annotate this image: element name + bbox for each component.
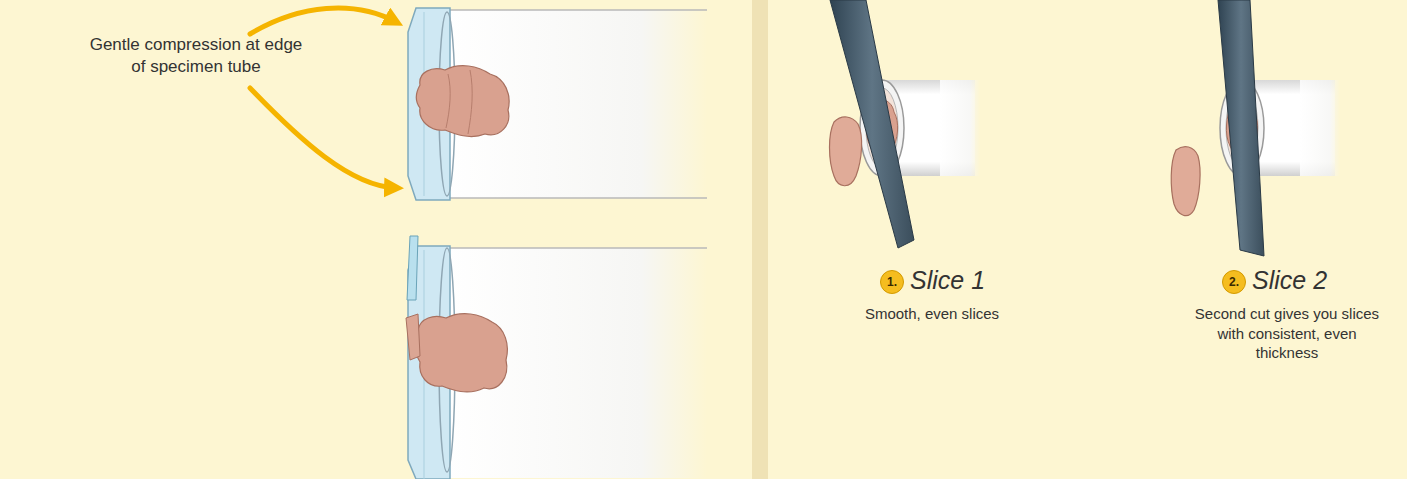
callout-number: 1. bbox=[887, 276, 897, 288]
compression-arrow bbox=[250, 88, 396, 188]
tissue-slice bbox=[1171, 147, 1200, 216]
specimen-tube-top bbox=[408, 8, 707, 200]
brain-tissue bbox=[415, 314, 507, 392]
compression-arrow bbox=[250, 8, 396, 34]
step-title: Slice 1 bbox=[910, 264, 1050, 297]
tissue-slice bbox=[830, 117, 862, 186]
tube-edge bbox=[445, 197, 707, 199]
annotation-text: Gentle compression at edge of specimen t… bbox=[86, 34, 306, 78]
callout-circle: 2. bbox=[1222, 270, 1246, 294]
tissue-slice bbox=[406, 314, 420, 360]
annotation-text: Smooth, even slices bbox=[842, 304, 1022, 324]
slice-illustration-1 bbox=[830, 0, 981, 248]
specimen-tube-bottom bbox=[406, 236, 707, 479]
annotation-text: Second cut gives you slices with consist… bbox=[1192, 304, 1382, 363]
tube-edge bbox=[445, 247, 707, 249]
slice-illustration-2 bbox=[1171, 0, 1340, 256]
panel-divider bbox=[752, 0, 768, 479]
blade bbox=[407, 236, 418, 300]
tube-edge bbox=[445, 9, 707, 11]
callout-circle: 1. bbox=[880, 270, 904, 294]
callout-number: 2. bbox=[1229, 276, 1239, 288]
tube-fade bbox=[940, 80, 980, 176]
blade bbox=[830, 0, 914, 248]
step-title: Slice 2 bbox=[1252, 264, 1392, 297]
tissue-fold bbox=[446, 70, 472, 134]
blade bbox=[1218, 0, 1264, 256]
brain-tissue bbox=[416, 66, 509, 137]
tube-fade bbox=[1300, 80, 1340, 176]
